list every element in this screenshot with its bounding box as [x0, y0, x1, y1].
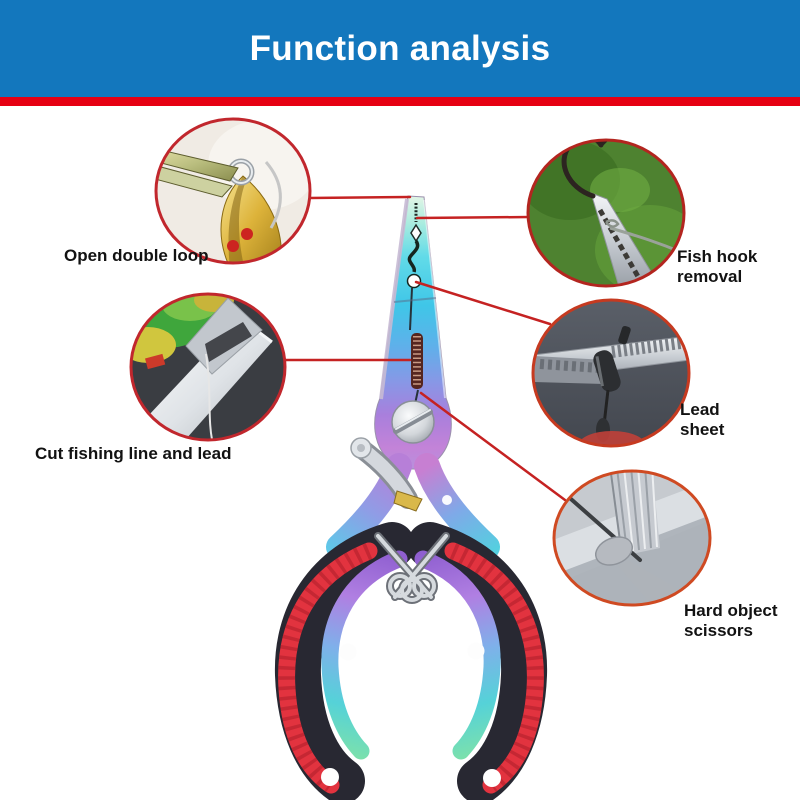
header-banner: Function analysis	[0, 0, 800, 97]
header-stripe	[0, 97, 800, 106]
callout-line-hard-object-scissors	[419, 391, 567, 502]
page-title: Function analysis	[249, 28, 551, 68]
callout-ring-lead-sheet	[531, 298, 691, 448]
left-lanyard-hole	[321, 768, 339, 786]
callout-photo-hard-object-scissors	[552, 469, 712, 607]
callout-photo-cut-fishing-line	[129, 292, 287, 442]
callout-label-hard-object-scissors: Hard object scissors	[684, 601, 778, 640]
callout-line-fish-hook-removal	[415, 215, 532, 220]
callout-ring-cut-fishing-line	[129, 292, 287, 442]
fishing-pliers-illustration	[274, 195, 548, 800]
callout-label-cut-fishing-line: Cut fishing line and lead	[35, 444, 232, 463]
callout-photo-open-double-loop	[154, 117, 312, 265]
callout-ring-fish-hook-removal	[526, 138, 686, 288]
callout-label-fish-hook-removal: Fish hook removal	[677, 247, 758, 286]
handle-spring	[374, 532, 450, 604]
callout-line-lead-sheet	[414, 280, 552, 326]
right-lanyard-hole	[483, 769, 501, 787]
callout-photo-fish-hook-removal	[526, 138, 686, 288]
callout-label-open-double-loop: Open double loop	[64, 246, 209, 265]
callout-ring-open-double-loop	[154, 117, 312, 265]
callout-label-lead-sheet: Lead sheet	[680, 400, 725, 439]
callout-line-open-double-loop	[307, 195, 412, 200]
callout-photo-lead-sheet	[531, 298, 691, 448]
callout-ring-hard-object-scissors	[552, 469, 712, 607]
